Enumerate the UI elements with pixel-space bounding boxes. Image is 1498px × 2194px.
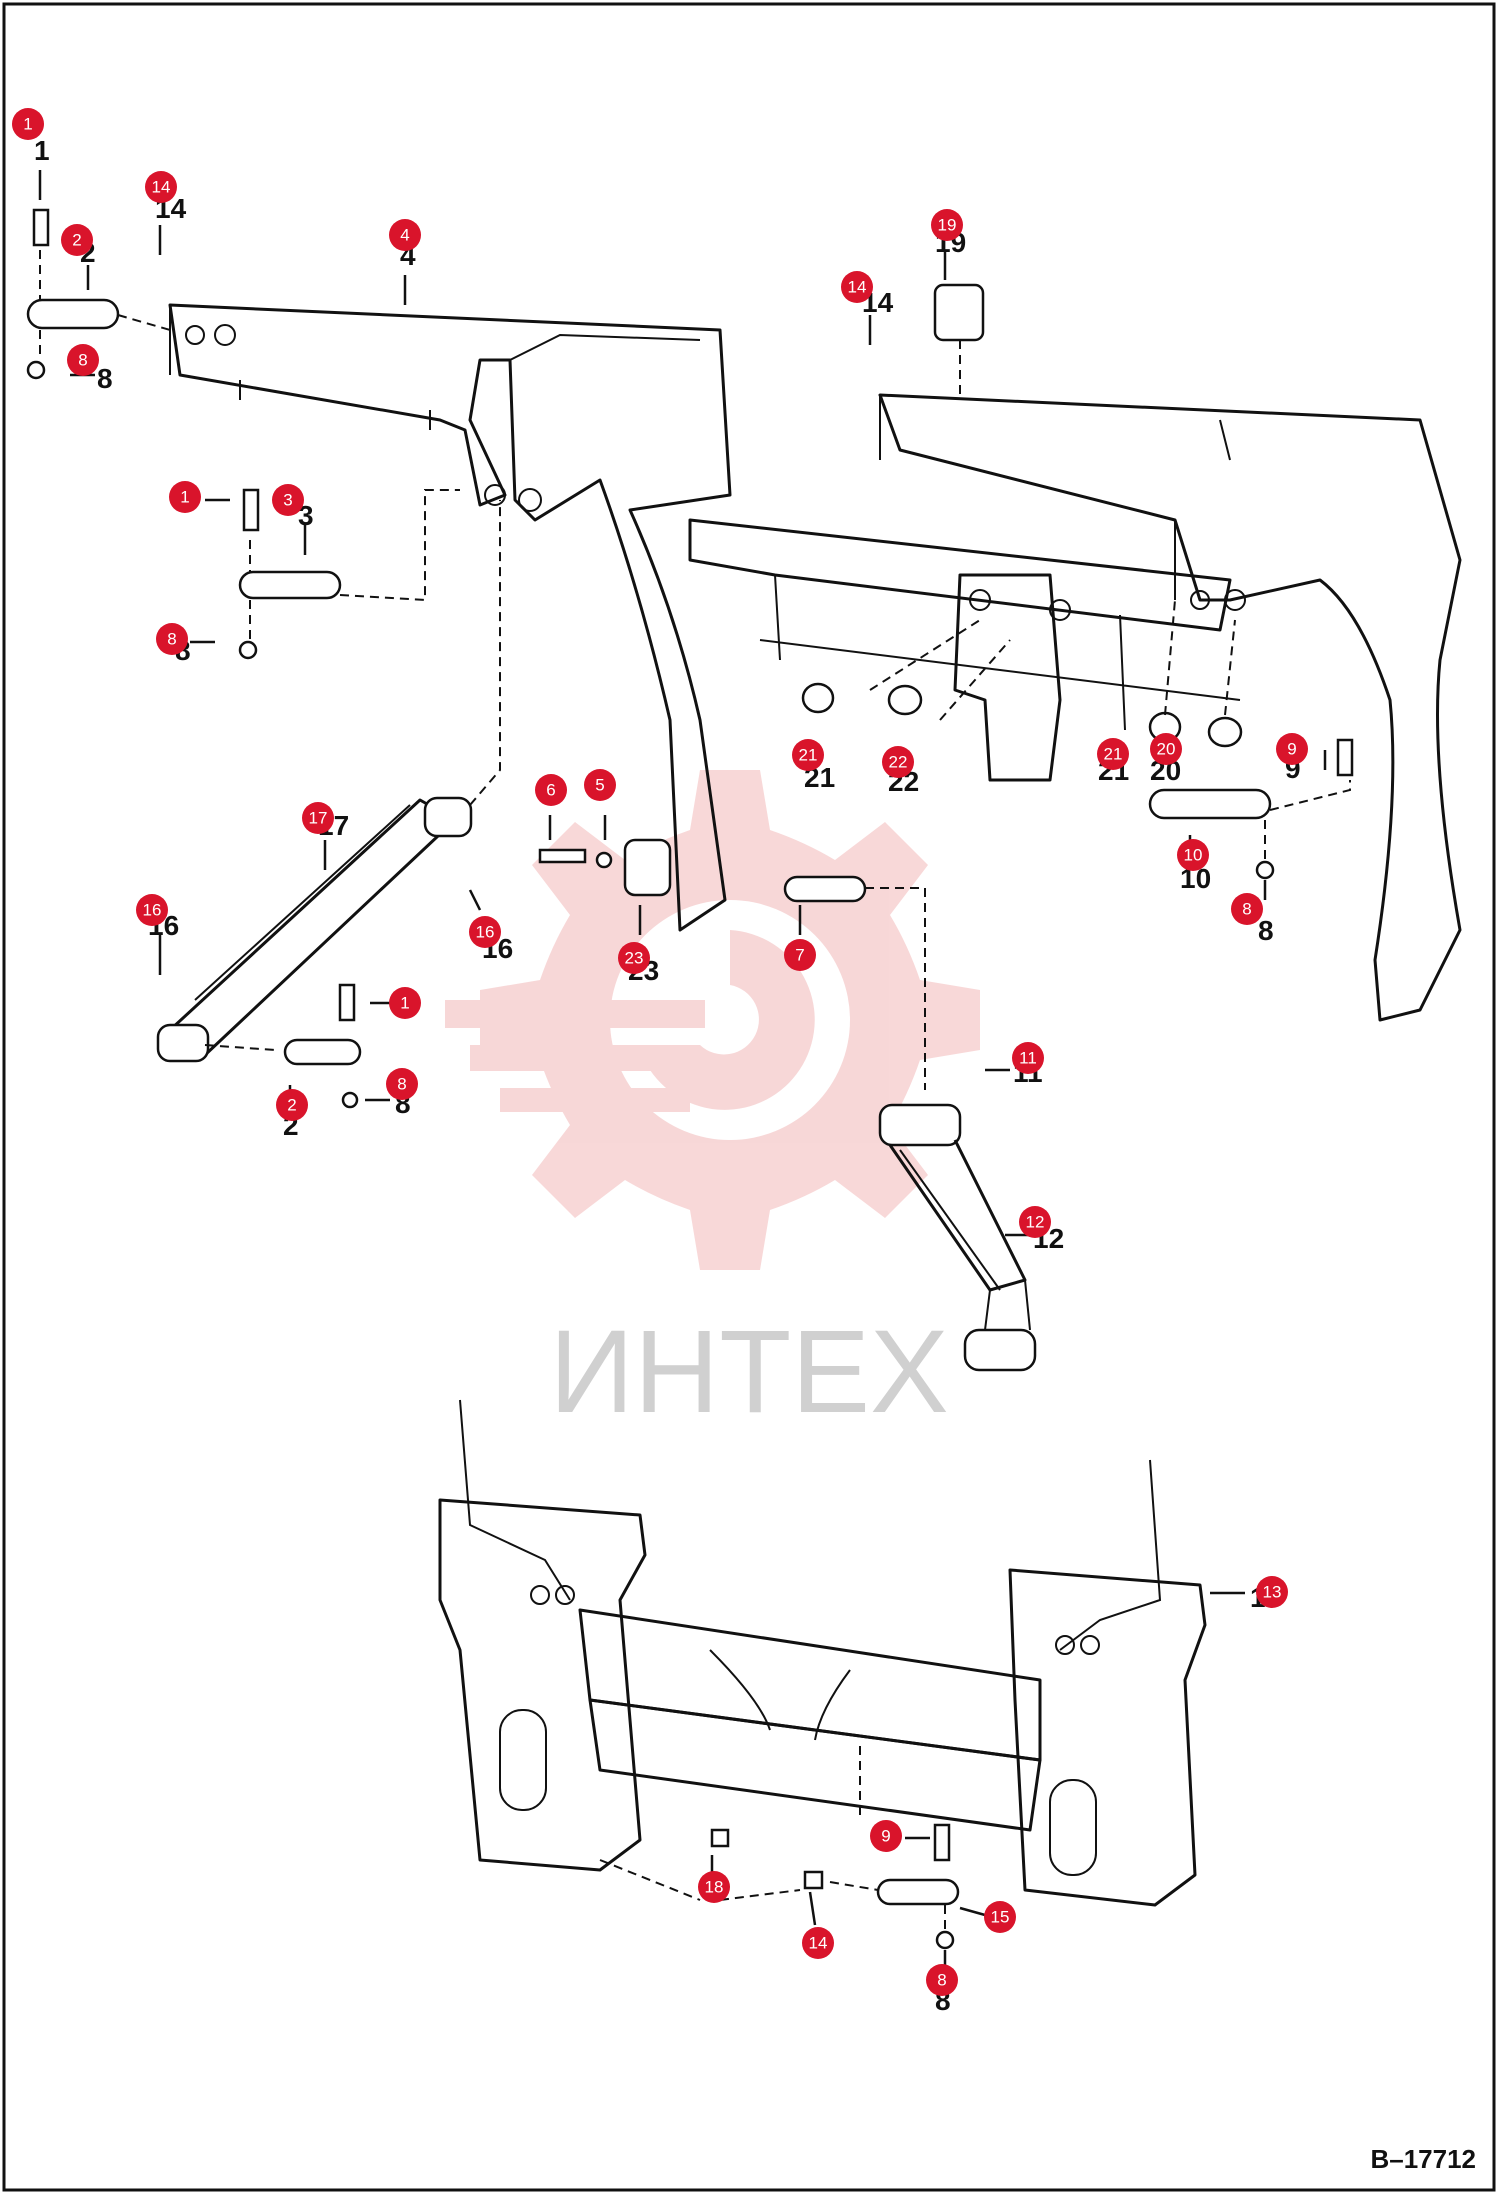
part-label: 8 xyxy=(97,363,113,394)
callout-marker: 13 xyxy=(1256,1576,1288,1608)
reference-code: B–17712 xyxy=(1370,2144,1476,2174)
svg-text:6: 6 xyxy=(546,781,555,800)
loader-arm-left xyxy=(168,303,732,932)
callout-marker: 2 xyxy=(276,1089,308,1121)
svg-text:3: 3 xyxy=(283,491,292,510)
svg-text:13: 13 xyxy=(1263,1583,1282,1602)
callout-marker: 8 xyxy=(386,1068,418,1100)
svg-text:16: 16 xyxy=(476,923,495,942)
spacer-and-bolt xyxy=(538,838,926,1090)
svg-text:20: 20 xyxy=(1157,740,1176,759)
tilt-cylinder xyxy=(156,500,501,1109)
callout-marker: 14 xyxy=(145,171,177,203)
lift-link xyxy=(878,1103,1037,1372)
callout-marker: 12 xyxy=(1019,1206,1051,1238)
svg-text:9: 9 xyxy=(1287,740,1296,759)
svg-text:11: 11 xyxy=(1019,1049,1037,1068)
callout-marker: 19 xyxy=(931,209,963,241)
leader-lines xyxy=(38,170,1327,1965)
callout-marker: 5 xyxy=(584,769,616,801)
svg-text:1: 1 xyxy=(180,488,189,507)
callout-marker: 22 xyxy=(882,746,914,778)
callout-marker: 8 xyxy=(926,1964,958,1996)
svg-text:15: 15 xyxy=(991,1908,1010,1927)
cross-tube xyxy=(688,518,1241,782)
callout-marker: 11 xyxy=(1012,1042,1044,1074)
svg-text:22: 22 xyxy=(889,753,908,772)
svg-text:8: 8 xyxy=(397,1075,406,1094)
callout-marker: 17 xyxy=(302,802,334,834)
svg-text:23: 23 xyxy=(625,949,644,968)
svg-text:10: 10 xyxy=(1184,846,1203,865)
part-label: 1 xyxy=(34,135,50,166)
callout-marker: 9 xyxy=(870,1820,902,1852)
callout-marker: 20 xyxy=(1150,733,1182,765)
callout-marker: 9 xyxy=(1276,733,1308,765)
svg-text:14: 14 xyxy=(809,1934,828,1953)
callout-marker: 4 xyxy=(389,219,421,251)
svg-text:8: 8 xyxy=(78,351,87,370)
svg-text:5: 5 xyxy=(595,776,604,795)
svg-text:4: 4 xyxy=(400,226,409,245)
bobtach-frame xyxy=(438,1399,1207,1907)
svg-text:19: 19 xyxy=(938,216,957,235)
bushings-center xyxy=(801,283,1354,880)
callout-marker: 8 xyxy=(67,344,99,376)
callouts: 1 14 2 4 8 19 14 1 3 8 21 22 21 20 9 10 … xyxy=(12,108,1308,1996)
svg-text:7: 7 xyxy=(795,946,804,965)
callout-marker: 8 xyxy=(156,623,188,655)
callout-marker: 18 xyxy=(698,1871,730,1903)
callout-marker: 7 xyxy=(784,939,816,971)
svg-text:2: 2 xyxy=(287,1096,296,1115)
part-label: 8 xyxy=(1258,915,1274,946)
callout-marker: 15 xyxy=(984,1901,1016,1933)
svg-text:21: 21 xyxy=(799,746,818,765)
svg-text:18: 18 xyxy=(705,1878,724,1897)
svg-text:1: 1 xyxy=(23,115,32,134)
svg-text:14: 14 xyxy=(848,278,867,297)
svg-text:14: 14 xyxy=(152,178,171,197)
svg-text:2: 2 xyxy=(72,231,81,250)
svg-text:16: 16 xyxy=(143,901,162,920)
svg-text:8: 8 xyxy=(167,630,176,649)
bottom-fasteners xyxy=(710,1745,960,1950)
watermark-text: ИНТЕХ xyxy=(549,1306,949,1438)
callout-marker: 2 xyxy=(61,224,93,256)
callout-marker: 14 xyxy=(802,1927,834,1959)
callout-marker: 14 xyxy=(841,271,873,303)
callout-marker: 21 xyxy=(792,739,824,771)
svg-text:1: 1 xyxy=(400,994,409,1013)
callout-marker: 16 xyxy=(136,894,168,926)
callout-marker: 1 xyxy=(389,987,421,1019)
callout-marker: 16 xyxy=(469,916,501,948)
svg-text:21: 21 xyxy=(1104,745,1123,764)
callout-marker: 21 xyxy=(1097,738,1129,770)
svg-text:17: 17 xyxy=(309,809,328,828)
svg-text:12: 12 xyxy=(1026,1213,1045,1232)
callout-marker: 1 xyxy=(169,481,201,513)
callout-marker: 6 xyxy=(535,774,567,806)
callout-marker: 10 xyxy=(1177,839,1209,871)
watermark-gear-logo xyxy=(445,770,980,1270)
callout-marker: 1 xyxy=(12,108,44,140)
callout-marker: 3 xyxy=(272,484,304,516)
pin-and-bolts-top-left xyxy=(26,208,460,660)
callout-marker: 23 xyxy=(618,942,650,974)
callout-marker: 8 xyxy=(1231,893,1263,925)
loader-arm-right xyxy=(878,393,1462,1022)
svg-text:8: 8 xyxy=(1242,900,1251,919)
svg-text:8: 8 xyxy=(937,1971,946,1990)
svg-text:9: 9 xyxy=(881,1827,890,1846)
